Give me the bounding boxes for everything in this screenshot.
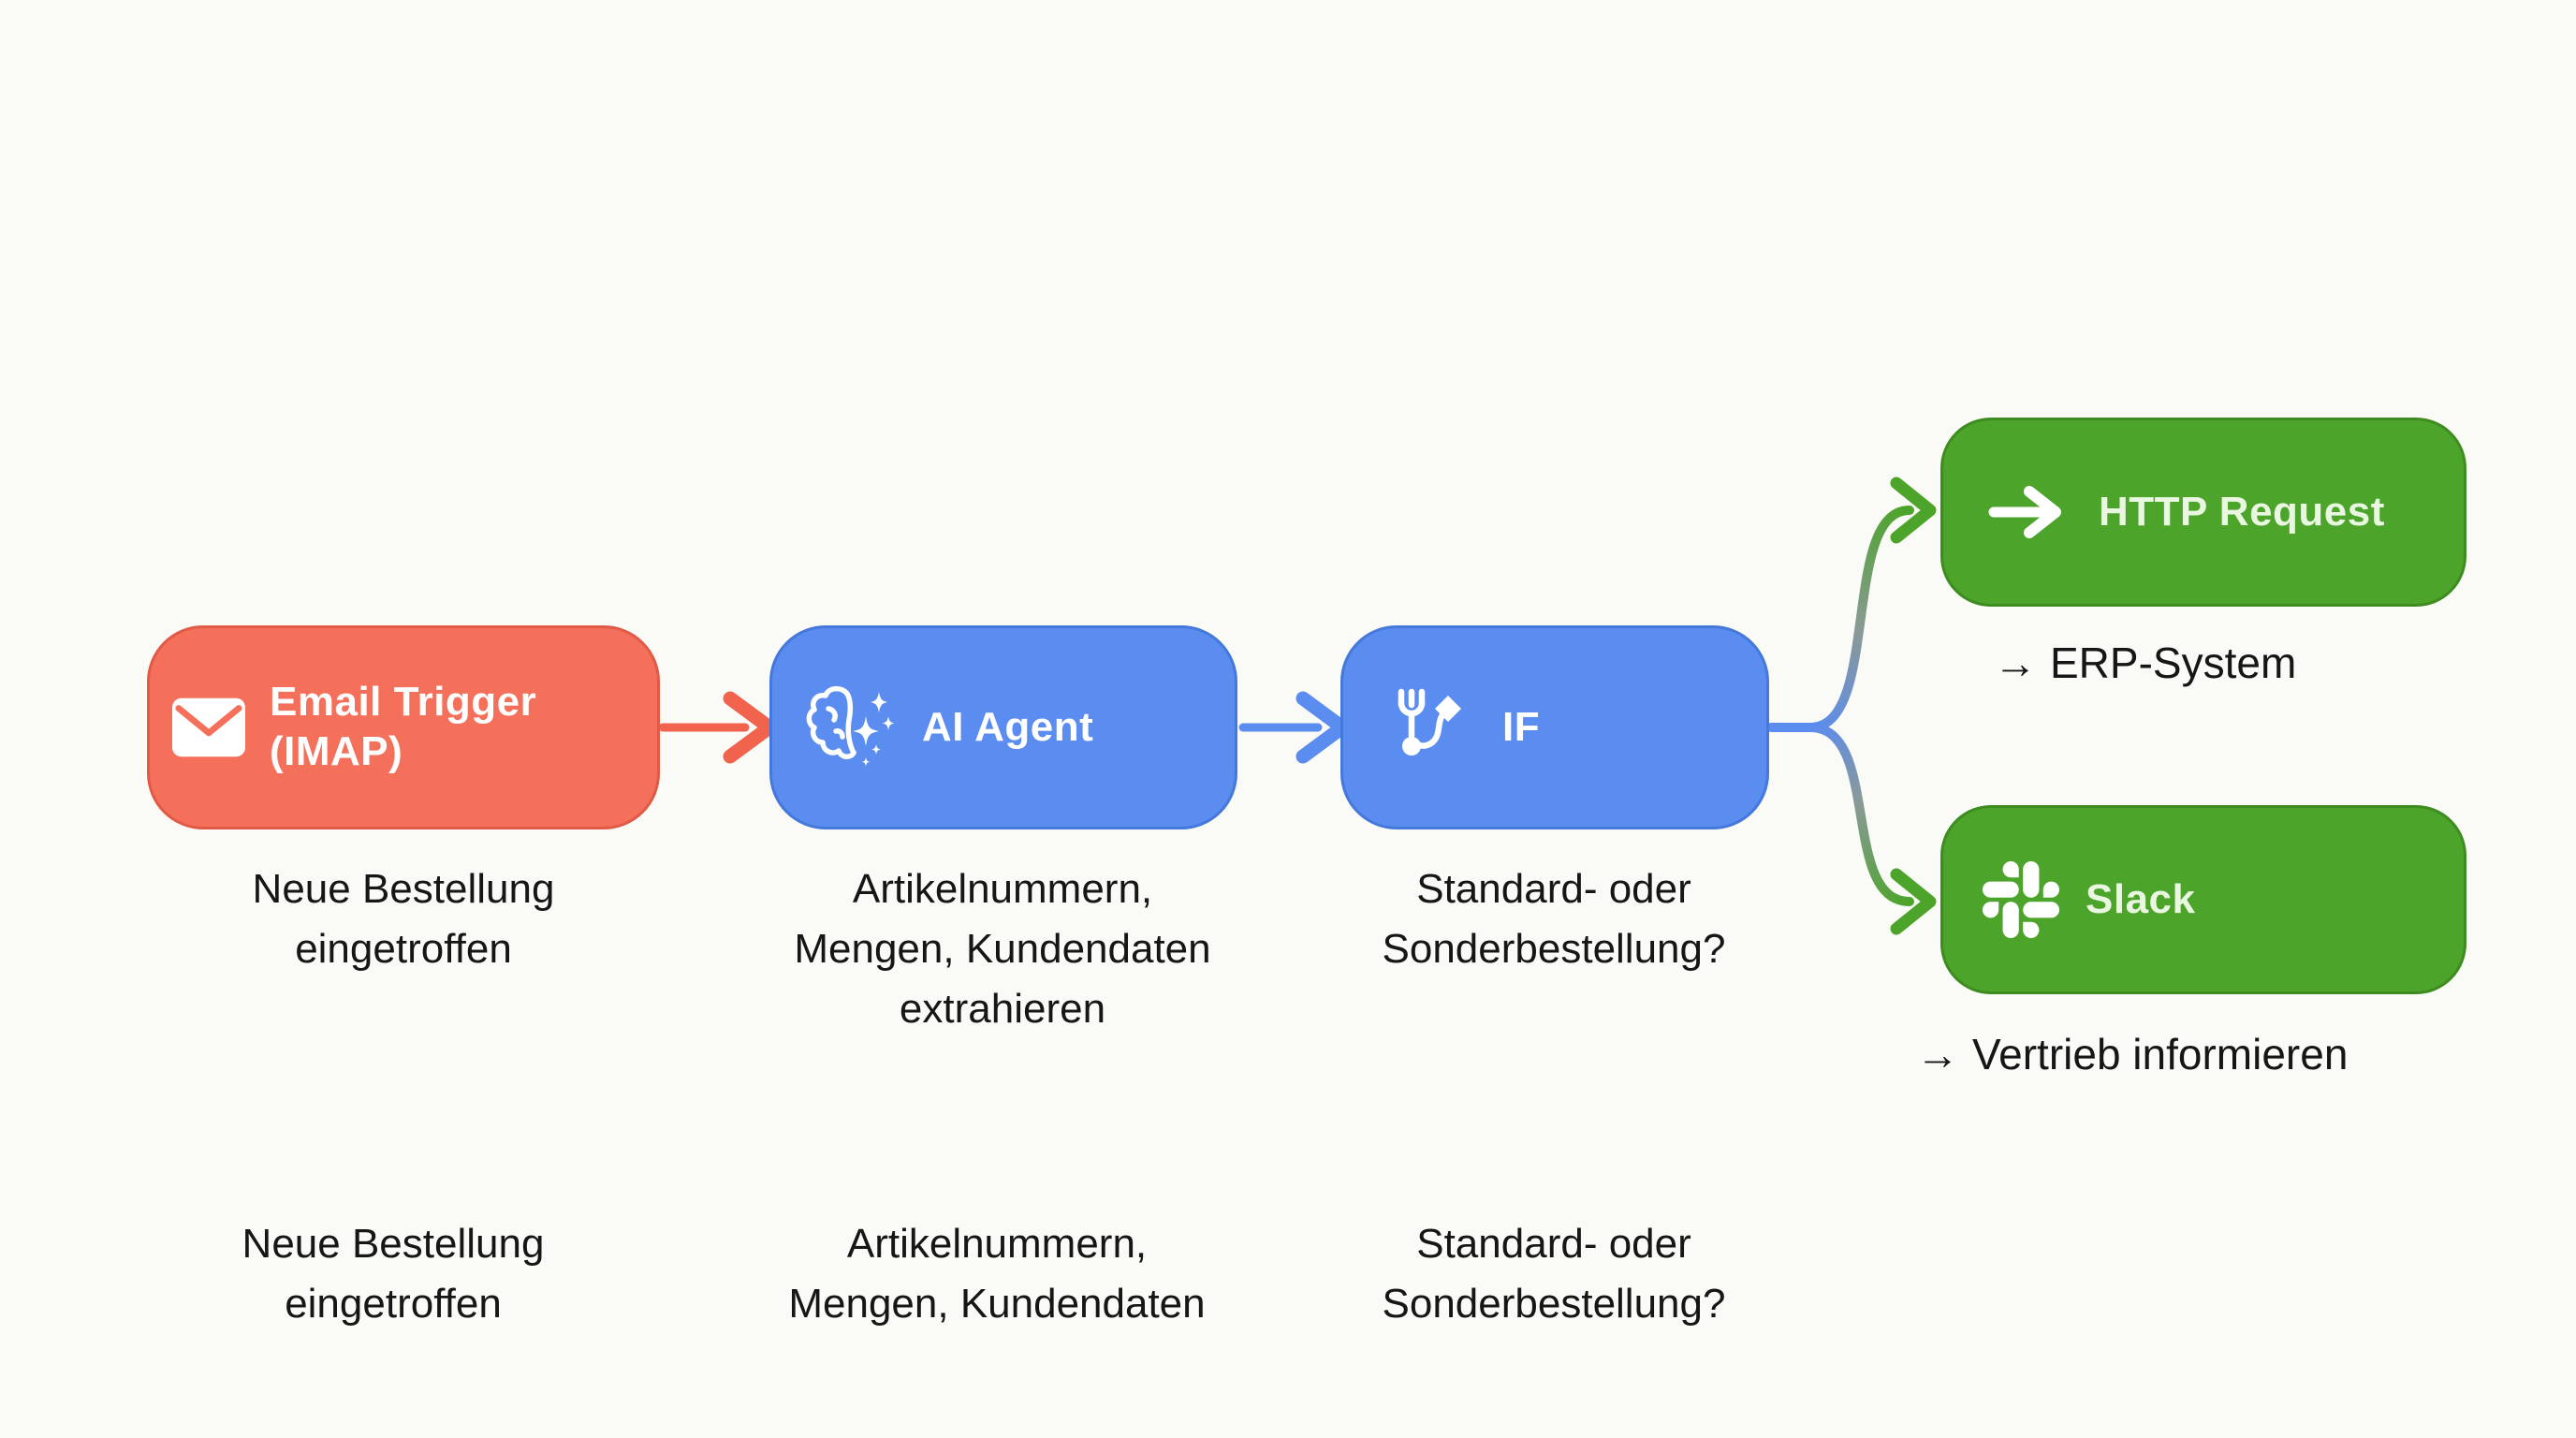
slack-icon: [1983, 861, 2059, 938]
node-label: AI Agent: [922, 703, 1094, 750]
node-ai-agent[interactable]: AI Agent: [769, 625, 1237, 829]
caption-line: Mengen, Kundendaten: [794, 926, 1211, 972]
node-email-trigger[interactable]: Email Trigger (IMAP): [147, 625, 660, 829]
footer-line: Mengen, Kundendaten: [788, 1281, 1206, 1327]
caption-slack: → Vertrieb informieren: [1916, 1024, 2571, 1084]
node-label: IF: [1502, 703, 1541, 750]
node-label: Email Trigger (IMAP): [270, 679, 537, 774]
arrow-right-glyph: →: [1916, 1030, 1959, 1078]
footer-label-col2: Artikelnummern, Mengen, Kundendaten: [716, 1214, 1278, 1334]
footer-line: Sonderbestellung?: [1382, 1281, 1726, 1327]
caption-line: Sonderbestellung?: [1382, 926, 1726, 972]
caption-line: eingetroffen: [295, 926, 512, 972]
node-http-request[interactable]: HTTP Request: [1940, 418, 2466, 607]
caption-if: Standard- oder Sonderbestellung?: [1273, 859, 1835, 979]
caption-text: Vertrieb informieren: [1972, 1030, 2349, 1078]
arrow-right-glyph: →: [1994, 638, 2037, 687]
caption-text: ERP-System: [2050, 638, 2297, 687]
node-slack[interactable]: Slack: [1940, 805, 2466, 994]
footer-line: Artikelnummern,: [846, 1221, 1148, 1267]
caption-ai-agent: Artikelnummern, Mengen, Kundendaten extr…: [722, 859, 1283, 1039]
footer-line: Neue Bestellung: [242, 1221, 545, 1267]
branch-fork-icon: [1386, 684, 1469, 770]
caption-line: Neue Bestellung: [252, 866, 555, 912]
caption-line: Artikelnummern,: [852, 866, 1153, 912]
connector-if-to-http: [1806, 506, 1914, 732]
arrowhead-email-to-ai: [723, 691, 777, 764]
footer-line: Standard- oder: [1416, 1221, 1691, 1267]
arrowhead-if-to-http: [1890, 477, 1937, 544]
caption-email-trigger: Neue Bestellung eingetroffen: [123, 859, 684, 979]
caption-line: extrahieren: [899, 986, 1106, 1032]
node-if[interactable]: IF: [1340, 625, 1769, 829]
brain-sparkles-icon: [804, 679, 901, 776]
arrowhead-if-to-slack: [1890, 868, 1937, 935]
arrow-right-icon: [1988, 482, 2071, 542]
footer-label-col1: Neue Bestellung eingetroffen: [112, 1214, 674, 1334]
footer-line: eingetroffen: [285, 1281, 502, 1327]
envelope-icon: [172, 697, 245, 757]
arrowhead-ai-to-if: [1295, 691, 1350, 764]
node-label: Slack: [2086, 875, 2196, 922]
footer-label-col3: Standard- oder Sonderbestellung?: [1273, 1214, 1835, 1334]
node-label: HTTP Request: [2099, 488, 2385, 535]
caption-http-request: → ERP-System: [1994, 633, 2574, 693]
caption-line: Standard- oder: [1416, 866, 1691, 912]
